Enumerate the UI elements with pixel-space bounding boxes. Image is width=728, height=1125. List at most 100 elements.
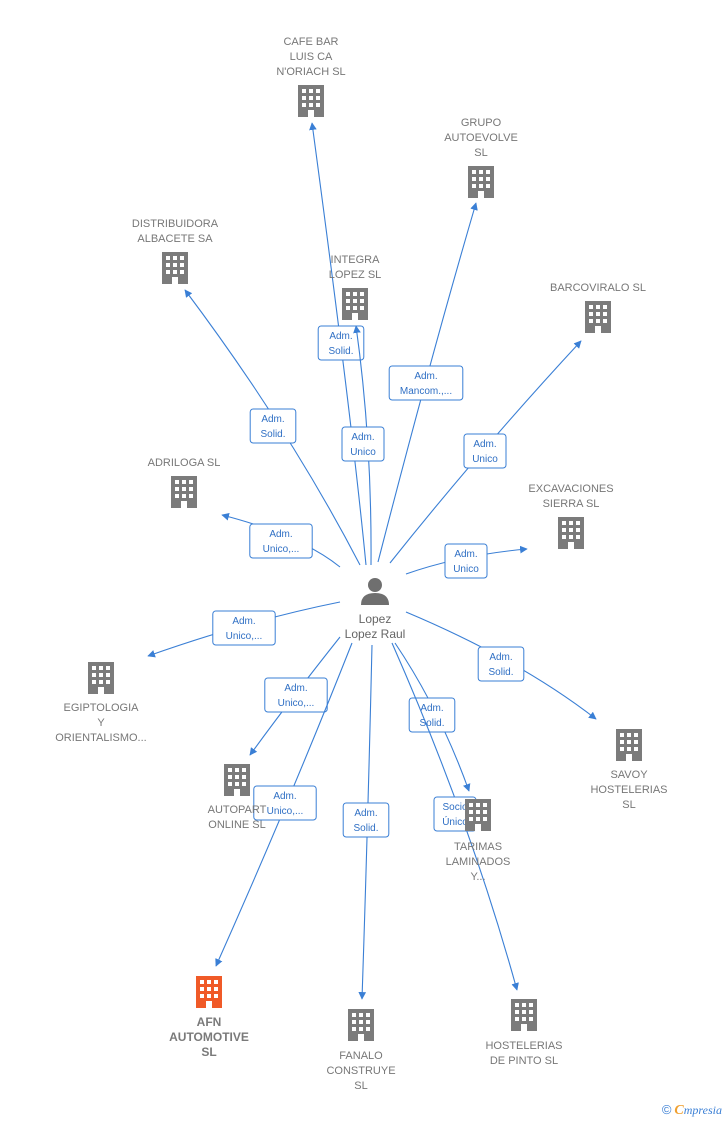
edge-label[interactable]: Adm. Unico bbox=[341, 426, 385, 462]
edge-label[interactable]: Adm. Unico,... bbox=[264, 677, 328, 713]
edge-label[interactable]: Adm.Unico,... bbox=[249, 523, 313, 559]
building-icon bbox=[616, 729, 642, 761]
edge-barcoviralo: Adm. Unico bbox=[389, 340, 582, 564]
edge-label-text: Mancom.,... bbox=[400, 386, 452, 397]
edge-label-box bbox=[264, 677, 328, 713]
company-node-savoy-hostelerias[interactable]: SAVOY HOSTELERIAS SL bbox=[590, 729, 668, 811]
edge-label-text: Único bbox=[442, 815, 468, 828]
building-icon bbox=[298, 85, 324, 117]
edge-label-text: Unico bbox=[453, 564, 479, 575]
edge-label[interactable]: Adm.Solid. bbox=[249, 408, 297, 444]
edge-label-text: Adm. bbox=[284, 683, 307, 694]
building-icon bbox=[342, 288, 368, 320]
company-label: CAFE BAR bbox=[283, 36, 338, 48]
edge-label[interactable]: Adm. Unico bbox=[444, 543, 488, 579]
building-icon bbox=[468, 166, 494, 198]
company-label: LUIS CA bbox=[290, 51, 333, 63]
person-icon bbox=[361, 578, 389, 605]
footer-brand: ©Cmpresia bbox=[662, 1102, 722, 1119]
edge-autopart-online: Adm. Unico,... bbox=[249, 636, 341, 756]
company-label: LAMINADOS bbox=[446, 856, 511, 868]
edge-grupo-autoevolve: Adm. Mancom.,... bbox=[377, 202, 478, 563]
edge-label-text: Unico bbox=[472, 454, 498, 465]
company-label: HOSTELERIAS bbox=[590, 784, 667, 796]
company-node-barcoviralo[interactable]: BARCOVIRALO SL bbox=[550, 282, 646, 333]
company-label: ADRILOGA SL bbox=[148, 457, 221, 469]
company-label: DE PINTO SL bbox=[490, 1055, 558, 1067]
building-icon bbox=[196, 976, 222, 1008]
edge-label[interactable]: Adm.Unico,... bbox=[253, 785, 317, 821]
edge-label-text: Unico,... bbox=[278, 698, 315, 709]
edge-label[interactable]: Adm.Unico,... bbox=[212, 610, 276, 646]
company-label: EXCAVACIONES bbox=[528, 483, 613, 495]
edge-label-box bbox=[388, 365, 464, 401]
brand-logo-text: mpresia bbox=[683, 1103, 722, 1117]
edge-excavaciones-sierra: Adm. Unico bbox=[405, 543, 528, 579]
edge-fanalo-construye: Adm. Solid. bbox=[342, 644, 390, 1000]
edge-label[interactable]: Adm. Solid. bbox=[408, 697, 456, 733]
edge-adriloga: Adm.Unico,... bbox=[221, 512, 341, 568]
company-label: FANALO bbox=[339, 1050, 383, 1062]
company-label: AUTOMOTIVE bbox=[169, 1030, 249, 1044]
edge-label-text: Solid. bbox=[419, 718, 444, 729]
edge-label-box bbox=[408, 697, 456, 733]
company-label: Y... bbox=[470, 871, 485, 883]
company-label: SL bbox=[474, 147, 487, 159]
edge-label-text: Adm. bbox=[414, 371, 437, 382]
company-label: AUTOPART bbox=[208, 804, 267, 816]
company-label: ALBACETE SA bbox=[137, 233, 213, 245]
edge-label-box bbox=[317, 325, 365, 361]
edge-label[interactable]: Adm.Solid. bbox=[317, 325, 365, 361]
edge-label-text: Adm. bbox=[454, 549, 477, 560]
building-icon bbox=[162, 252, 188, 284]
company-node-excavaciones-sierra[interactable]: EXCAVACIONES SIERRA SL bbox=[528, 483, 614, 549]
company-label: CONSTRUYE bbox=[326, 1065, 395, 1077]
edge-label-text: Adm. bbox=[354, 808, 377, 819]
edge-integra-lopez: Adm. Unico bbox=[341, 325, 385, 566]
edge-label-box bbox=[477, 646, 525, 682]
edge-afn-automotive: Adm. Unico,... bbox=[215, 642, 353, 967]
company-node-fanalo-construye[interactable]: FANALO CONSTRUYE SL bbox=[326, 1009, 396, 1092]
edge-label-text: Solid. bbox=[353, 823, 378, 834]
edge-label-text: Adm. bbox=[351, 432, 374, 443]
edge-label-box bbox=[341, 426, 385, 462]
company-label: TARIMAS bbox=[454, 841, 502, 853]
company-node-egiptologia[interactable]: EGIPTOLOGIAYORIENTALISMO... bbox=[55, 662, 147, 744]
company-label: N'ORIACH SL bbox=[276, 66, 345, 78]
edge-label[interactable]: Adm. Solid. bbox=[342, 802, 390, 838]
company-label: SL bbox=[354, 1080, 367, 1092]
company-label: SL bbox=[622, 799, 635, 811]
edge-label-box bbox=[444, 543, 488, 579]
edge-label-text: Adm. bbox=[329, 331, 352, 342]
edge-label[interactable]: Adm.Unico bbox=[463, 433, 507, 469]
company-label: ORIENTALISMO... bbox=[55, 732, 146, 744]
edge-cafe-bar: Adm.Solid. bbox=[309, 122, 367, 566]
edge-label[interactable]: Adm.Solid. bbox=[477, 646, 525, 682]
company-label: SIERRA SL bbox=[543, 498, 600, 510]
company-node-adriloga[interactable]: ADRILOGA SL bbox=[148, 457, 221, 508]
edge-label-text: Adm. bbox=[232, 616, 255, 627]
company-node-tarimas-laminados[interactable]: TARIMAS LAMINADOS Y... bbox=[446, 799, 511, 883]
building-icon bbox=[511, 999, 537, 1031]
brand-logo-initial: C bbox=[674, 1103, 684, 1118]
company-label: HOSTELERIAS bbox=[485, 1040, 562, 1052]
edge-label-box bbox=[249, 523, 313, 559]
edge-label-text: Solid. bbox=[488, 667, 513, 678]
edge-label-text: Unico,... bbox=[267, 806, 304, 817]
company-label: AUTOEVOLVE bbox=[444, 132, 518, 144]
company-label: SAVOY bbox=[610, 769, 648, 781]
company-node-cafe-bar[interactable]: CAFE BAR LUIS CA N'ORIACH SL bbox=[276, 36, 346, 117]
company-label: ONLINE SL bbox=[208, 819, 265, 831]
edge-label[interactable]: Adm. Mancom.,... bbox=[388, 365, 464, 401]
edge-label-text: Unico bbox=[350, 447, 376, 458]
company-node-autopart-online[interactable]: AUTOPART ONLINE SL bbox=[208, 764, 267, 831]
edge-label-text: Socio bbox=[442, 802, 467, 813]
edge-label-text: Adm. bbox=[420, 703, 443, 714]
company-node-hostelerias-pinto[interactable]: HOSTELERIAS DE PINTO SL bbox=[485, 999, 563, 1067]
